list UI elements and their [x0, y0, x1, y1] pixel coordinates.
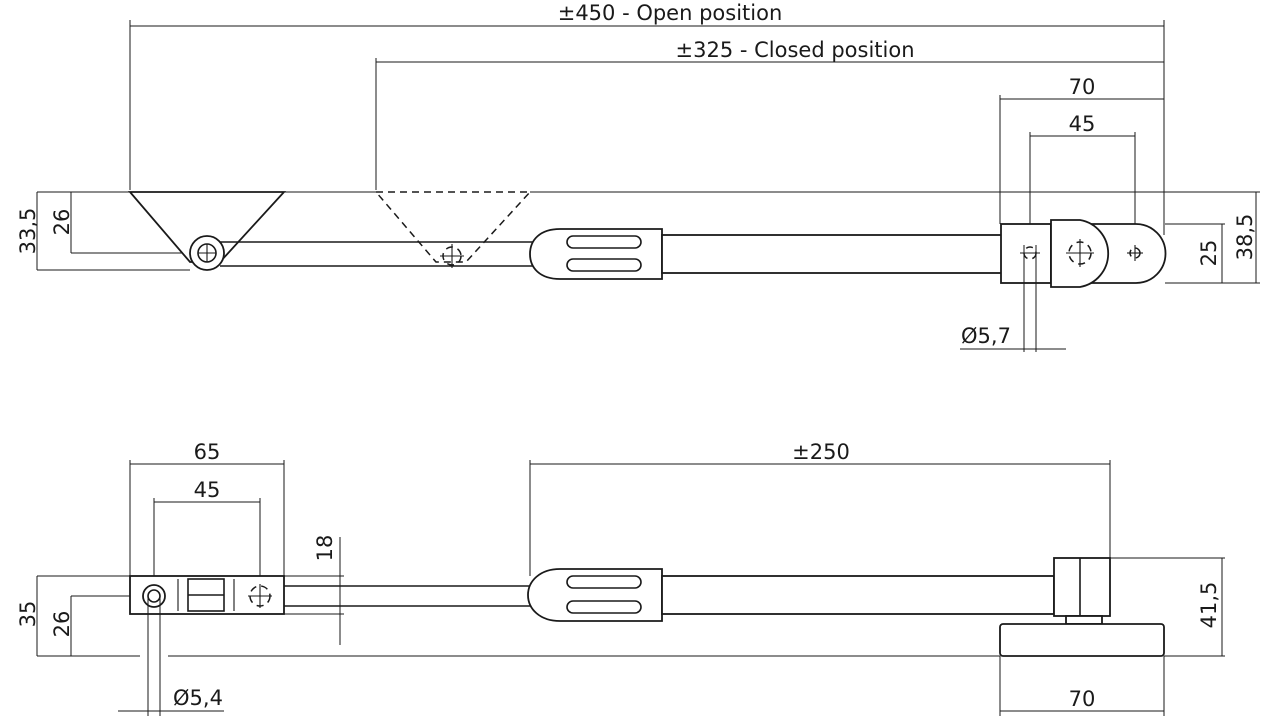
pivot-bracket-closed — [374, 191, 532, 263]
dimension-stroke-length: ±250 — [529, 440, 1111, 576]
top-left-inner-label: 26 — [50, 209, 74, 236]
side-end-bracket — [999, 557, 1165, 657]
side-left-inner-label: 26 — [50, 611, 74, 638]
side-right-height-label: 41,5 — [1197, 582, 1221, 629]
closed-hole-marker — [440, 244, 464, 268]
top-hole-spacing-label: 45 — [1069, 112, 1096, 136]
side-stay-tube — [661, 575, 1055, 615]
dimension-side-base-width: 70 — [999, 656, 1165, 716]
dimension-side-right-height: 41,5 — [1110, 557, 1225, 657]
side-hole-diameter-label: Ø5,4 — [173, 686, 223, 710]
top-right-outer-label: 38,5 — [1233, 214, 1257, 261]
handle-grip — [529, 228, 663, 280]
side-hole-spacing-label: 45 — [194, 478, 221, 502]
dimension-top-hole-spacing: 45 — [1029, 112, 1136, 240]
dimension-side-hole-spacing: 45 — [153, 478, 261, 578]
stay-tube — [661, 234, 1003, 274]
dimension-top-left-outer: 33,5 — [16, 192, 40, 270]
top-hole-diameter-label: Ø5,7 — [961, 324, 1011, 348]
end-hole-3 — [1127, 245, 1143, 261]
dimension-closed-position: ±325 - Closed position — [375, 38, 1164, 190]
stroke-length-label: ±250 — [792, 440, 850, 464]
dimension-side-hole-diameter: Ø5,4 — [118, 596, 224, 716]
side-bracket-width-label: 65 — [194, 440, 221, 464]
side-view: 65 45 18 ±250 35 — [16, 440, 1225, 716]
closed-position-label: ±325 - Closed position — [676, 38, 915, 62]
side-18-label: 18 — [313, 535, 337, 562]
end-hole-2 — [1066, 239, 1094, 267]
dimension-top-right-inner: 25 — [1197, 224, 1223, 283]
dimension-side-left-outer: 35 — [16, 576, 40, 656]
dimension-top-left-inner: 26 — [50, 192, 74, 253]
side-left-outer-label: 35 — [16, 601, 40, 628]
side-base-width-label: 70 — [1069, 687, 1096, 711]
side-hole-2 — [248, 584, 272, 608]
top-view: ±450 - Open position ±325 - Closed posit… — [16, 1, 1260, 352]
dimension-side-18: 18 — [284, 535, 344, 645]
dimension-side-left-inner: 26 — [50, 596, 74, 656]
dimension-top-bracket-width: 70 — [999, 75, 1164, 224]
dimension-side-bracket-width: 65 — [129, 440, 285, 576]
top-right-inner-label: 25 — [1197, 240, 1221, 267]
dimension-open-position: ±450 - Open position — [129, 1, 1165, 235]
pivot-hole — [189, 235, 225, 271]
top-left-outer-label: 33,5 — [16, 208, 40, 255]
open-position-label: ±450 - Open position — [558, 1, 783, 25]
dimension-top-hole-diameter: Ø5,7 — [960, 245, 1066, 352]
side-handle-grip — [527, 568, 663, 622]
dimension-top-right-outer: 38,5 — [1233, 192, 1257, 283]
side-pivot-hole — [142, 584, 166, 608]
top-bracket-width-label: 70 — [1069, 75, 1096, 99]
